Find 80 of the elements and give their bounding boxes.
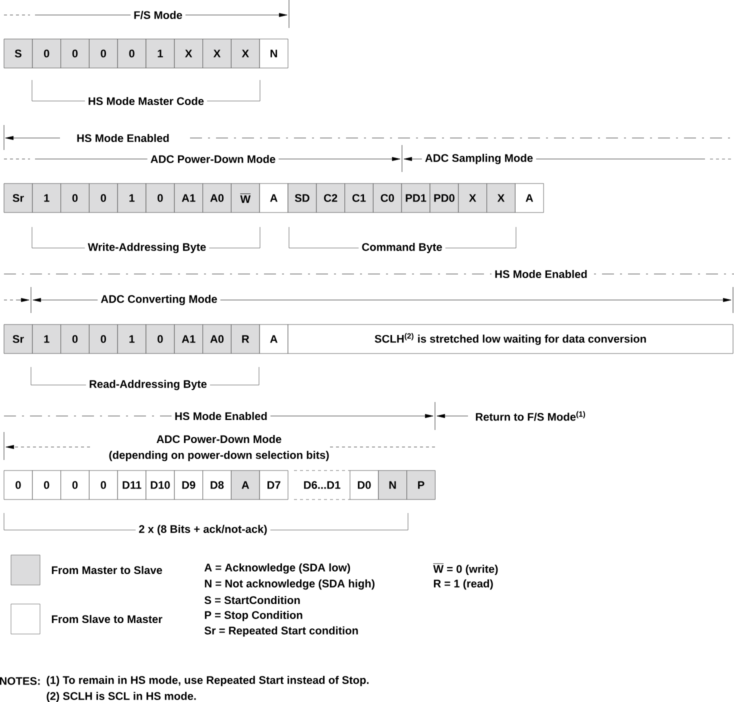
bit-cell: X [202,38,232,68]
bit-cell: 1 [117,324,146,354]
bit-cell: C1 [344,183,374,213]
bit-cell: S [4,38,33,68]
bit-cell: D9 [174,470,203,500]
bit-cell: X [231,38,260,68]
bit-cell: N [378,470,407,500]
bit-cell: D6...D1 [294,470,350,500]
legend-text: R = 1 (read) [434,579,493,590]
bracket-label: 2 x (8 Bits + ack/not-ack) [136,522,270,538]
bit-cell: A0 [202,324,232,354]
bit-cell: C2 [316,183,345,213]
note-text: (1) To remain in HS mode, use Repeated Start instead of Stop. [46,676,369,686]
legend-label: From Slave to Master [52,614,162,624]
bit-cell: A [259,324,288,354]
bit-cell: $\overline{\text{W}}$ [231,183,260,213]
bit-cell: C0 [373,183,402,213]
bit-cell: 1 [32,183,61,213]
bit-cell: SD [288,183,317,213]
bracket-label: Command Byte [358,240,446,256]
note-text: (2) SCLH is SCL in HS mode. [46,692,196,702]
bit-cell: D0 [350,470,379,500]
mode-label: ADC Converting Mode [98,292,220,308]
mode-label: ADC Power-Down Mode [147,152,279,166]
bit-cell: D7 [259,470,288,500]
mode-label: ADC Sampling Mode [422,150,536,168]
bracket-label: Read-Addressing Byte [86,376,210,394]
legend-text: P = Stop Condition [204,610,302,622]
bit-cell: 1 [146,38,175,68]
bit-cell: D10 [146,470,175,500]
bit-cell: P [406,470,436,500]
legend-text: Sr = Repeated Start condition [204,626,358,637]
mode-label: F/S Mode [130,8,186,22]
legend-text: S = StartCondition [204,596,300,604]
bit-cell: 0 [89,324,118,354]
bit-cell: A1 [174,183,203,213]
legend-text: A = Acknowledge (SDA low) [204,563,350,574]
mode-label: ADC Power-Down Mode [153,432,285,446]
bit-cell: 0 [60,324,90,354]
bit-cell: 0 [89,183,118,213]
mode-label: HS Mode Enabled [492,266,590,282]
bit-cell: 0 [60,38,90,68]
bit-cell: 1 [32,324,61,354]
bracket-label: HS Mode Master Code [84,94,208,108]
bit-cell: 0 [89,470,118,500]
mode-label: HS Mode Enabled [74,130,172,146]
bit-cell: R [231,324,260,354]
mode-label: HS Mode Enabled [172,408,270,424]
bit-cell: X [458,183,487,213]
bit-cell: A1 [174,324,203,354]
bit-cell: 0 [89,38,118,68]
bit-cell: 0 [32,470,61,500]
bit-cell: 0 [146,324,175,354]
bit-cell: A [515,183,544,213]
bit-cell: N [259,38,288,68]
bit-cell: Sr [4,324,33,354]
mode-label: (depending on power-down selection bits) [106,448,332,464]
bit-cell: 0 [4,470,33,500]
bit-cell: A [259,183,288,213]
bit-cell: 0 [146,183,175,213]
bit-cell: 1 [117,183,146,213]
bit-cell: X [486,183,516,213]
bit-cell: 0 [60,183,90,213]
bracket-label: Write-Addressing Byte [84,240,210,256]
mode-label: Return to F/S Mode$^{(1)}$ [472,408,589,424]
bit-cell: D8 [202,470,232,500]
bit-cell: X [174,38,203,68]
legend-text: N = Not acknowledge (SDA high) [204,579,374,590]
legend-label: From Master to Slave [52,566,162,574]
bit-cell: PD0 [430,183,459,213]
notes-heading: NOTES: [0,677,40,685]
bit-cell: 0 [117,38,146,68]
bit-cell: D11 [117,470,146,500]
bit-cell: 0 [32,38,61,68]
bit-cell: 0 [60,470,90,500]
bit-cell: PD1 [401,183,430,213]
bit-cell: A [231,470,260,500]
legend-text: $\overline{\text{W}}\text{ = 0 (write)}$ [433,564,498,576]
bit-cell: Sr [4,183,33,213]
bit-cell: A0 [202,183,232,213]
